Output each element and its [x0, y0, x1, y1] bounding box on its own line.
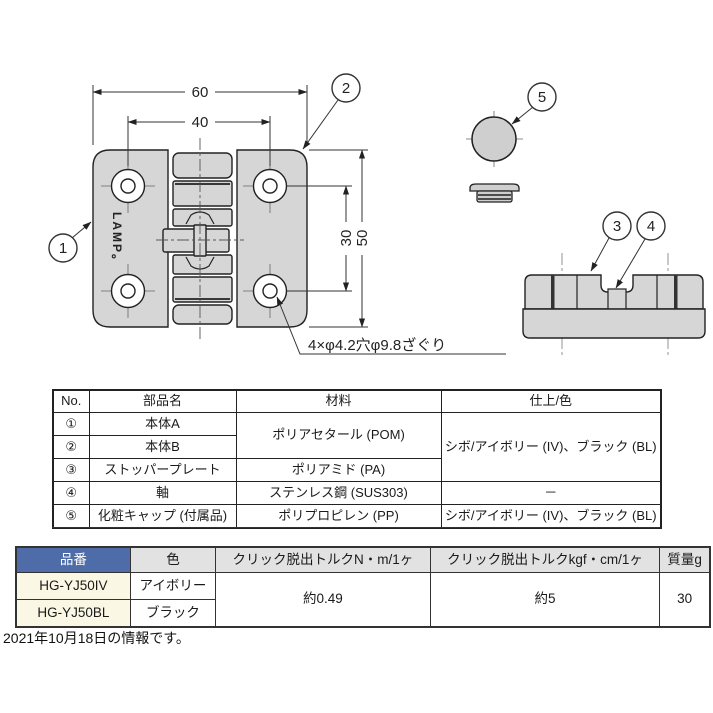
part-finish: －	[440, 481, 662, 505]
callout-2: 2	[302, 73, 361, 150]
parts-table-underline	[52, 527, 660, 528]
part-material: ステンレス鋼 (SUS303)	[235, 481, 442, 505]
torque-nm-value: 約0.49	[215, 572, 431, 628]
hinge-leaf-right	[236, 149, 308, 328]
dim-width-label: 60	[192, 84, 209, 101]
callout-5: 5	[511, 82, 557, 125]
table-row: ① 本体A ポリアセタール (POM) シボ/アイボリー (IV)、ブラック (…	[52, 412, 662, 482]
col-header-part-name: 部品名	[88, 389, 237, 413]
dim-height-label: 50	[354, 230, 371, 247]
front-view	[92, 149, 308, 328]
svg-text:4: 4	[647, 218, 655, 235]
svg-text:5: 5	[538, 89, 546, 106]
svg-text:3: 3	[613, 218, 621, 235]
table-row: ③ ストッパープレート ポリアミド (PA)	[52, 458, 661, 482]
part-material: ポリアセタール (POM)	[235, 412, 442, 459]
product-table-header-row: 品番 色 クリック脱出トルクN・m/1ヶ クリック脱出トルクkgf・cm/1ヶ …	[15, 546, 711, 573]
table-row: HG-YJ50BL ブラック	[15, 599, 710, 628]
cap-top-view	[466, 111, 523, 167]
product-code: HG-YJ50BL	[15, 599, 131, 628]
brand-logo: LAMP。	[110, 212, 124, 268]
col-header-torque-kgfcm: クリック脱出トルクkgf・cm/1ヶ	[429, 546, 661, 573]
col-header-part-number: 品番	[15, 546, 131, 573]
table-row: ④ 軸 ステンレス鋼 (SUS303) －	[52, 481, 662, 505]
parts-table: No. 部品名 材料 仕上/色 ① 本体A ポリアセタール (POM) シボ/ア…	[52, 389, 662, 529]
hole	[120, 178, 136, 194]
centerlines	[156, 138, 244, 340]
table-row: ② 本体B	[52, 435, 661, 459]
part-no: ③	[52, 458, 90, 482]
mounting-holes	[101, 159, 297, 318]
table-row: ⑤ 化粧キャップ (付属品) ポリプロピレン (PP) シボ/アイボリー (IV…	[52, 504, 662, 529]
part-no: ①	[52, 412, 90, 436]
parts-table-header-row: No. 部品名 材料 仕上/色	[52, 389, 662, 413]
col-header-no: No.	[52, 389, 90, 413]
callout-4: 4	[615, 211, 666, 289]
col-header-mass: 質量g	[659, 546, 711, 573]
info-date-note: 2021年10月18日の情報です。	[3, 630, 190, 646]
hole	[120, 283, 136, 299]
side-view-base	[522, 308, 706, 339]
svg-text:1: 1	[59, 240, 67, 257]
part-finish: シボ/アイボリー (IV)、ブラック (BL)	[440, 504, 662, 529]
table-row: HG-YJ50IV アイボリー 約0.49 約5 30	[15, 572, 711, 628]
torque-kgfcm-value: 約5	[429, 572, 661, 628]
product-table: 品番 色 クリック脱出トルクN・m/1ヶ クリック脱出トルクkgf・cm/1ヶ …	[15, 546, 711, 628]
part-material: ポリプロピレン (PP)	[235, 504, 442, 529]
product-color: アイボリー	[129, 572, 217, 600]
hole-note-label: 4×φ4.2穴φ9.8ざぐり	[308, 336, 446, 354]
hole	[262, 283, 278, 299]
cap-side-view	[469, 183, 520, 203]
svg-text:2: 2	[342, 80, 350, 97]
part-name: 化粧キャップ (付属品)	[88, 504, 237, 529]
mass-value: 30	[659, 572, 711, 628]
col-header-finish-color: 仕上/色	[440, 389, 662, 413]
hinge-knuckles	[162, 152, 233, 325]
product-code: HG-YJ50IV	[15, 572, 131, 600]
part-no: ⑤	[52, 504, 90, 529]
hole-note: 4×φ4.2穴φ9.8ざぐり	[276, 296, 506, 355]
side-view	[522, 253, 706, 358]
col-header-material: 材料	[235, 389, 442, 413]
side-view-axis-pin	[607, 288, 627, 310]
product-color: ブラック	[129, 599, 217, 628]
technical-drawing: LAMP。 60 40 50 30 4×φ4.2穴φ9.8ざぐり	[48, 73, 706, 358]
hole	[262, 178, 278, 194]
col-header-color: 色	[129, 546, 217, 573]
dim-hole-pitch-v-label: 30	[338, 230, 355, 247]
hinge-leaf-left	[92, 149, 169, 328]
part-name: 軸	[88, 481, 237, 505]
part-no: ②	[52, 435, 90, 459]
callout-3: 3	[590, 211, 632, 272]
part-no: ④	[52, 481, 90, 505]
part-name: 本体B	[88, 435, 237, 459]
dim-hole-pitch-h-label: 40	[192, 114, 209, 131]
callout-1: 1	[48, 221, 92, 263]
part-name: ストッパープレート	[88, 458, 237, 482]
part-name: 本体A	[88, 412, 237, 436]
part-finish: シボ/アイボリー (IV)、ブラック (BL)	[440, 412, 662, 482]
col-header-torque-nm: クリック脱出トルクN・m/1ヶ	[215, 546, 431, 573]
part-material: ポリアミド (PA)	[235, 458, 442, 482]
